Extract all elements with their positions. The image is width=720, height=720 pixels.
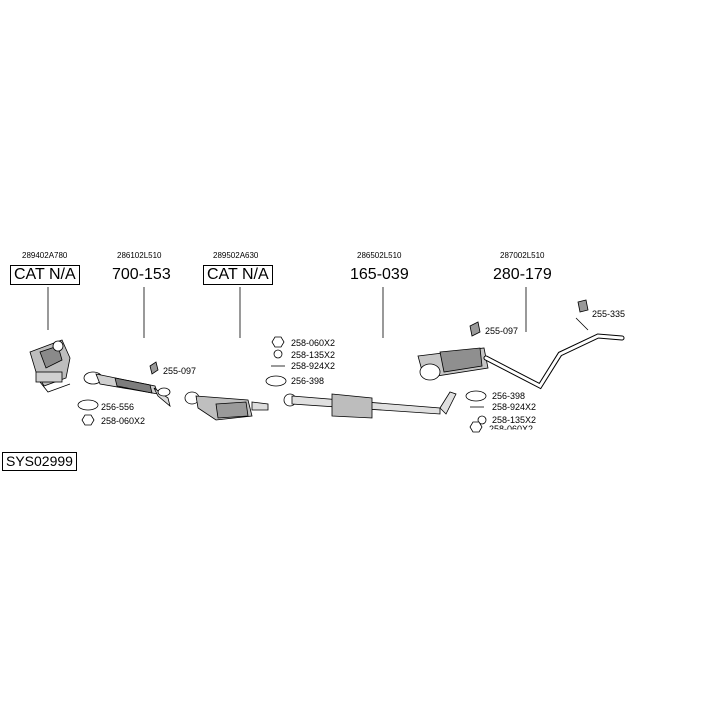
gasket-icon [77,399,99,411]
oe-number-middle-silencer: 286502L510 [357,251,402,260]
washer-icon [477,415,487,425]
oe-number-cat-front: 289402A780 [22,251,68,260]
fitting-label[interactable]: 258-060X2 [291,338,336,348]
rear-catalyst [184,391,269,421]
system-code: SYS02999 [2,452,77,471]
rear-silencer [417,317,625,390]
fitting-label[interactable]: 256-398 [492,391,526,401]
fitting-label[interactable]: 255-335 [592,309,626,319]
fitting-label[interactable]: 258-060X2 [101,416,146,426]
mounting-rubber-icon [469,321,481,337]
gasket-icon [465,390,487,402]
washer-icon [273,349,283,359]
front-catalyst [29,339,71,393]
fitting-label[interactable]: 258-135X2 [291,350,336,360]
gasket-icon [265,375,287,387]
fitting-label[interactable]: 256-556 [101,402,135,412]
mounting-rubber-icon [577,299,589,313]
front-pipe [83,371,171,408]
nut-icon [81,414,95,426]
part-number-cat-rear[interactable]: CAT N/A [203,265,273,285]
nut-icon [469,421,483,433]
fitting-label[interactable]: 258-924X2 [291,361,336,371]
part-number-cat-front[interactable]: CAT N/A [10,265,80,285]
part-number-middle-silencer[interactable]: 165-039 [350,266,409,283]
nut-icon [271,336,285,348]
part-number-front-pipe[interactable]: 700-153 [112,266,171,283]
oe-number-cat-rear: 289502A630 [213,251,259,260]
fitting-label[interactable]: 258-924X2 [492,402,537,412]
fitting-label[interactable]: 255-097 [163,366,197,376]
fitting-label[interactable]: 258-060X2 [489,424,534,434]
oe-number-rear-silencer: 287002L510 [500,251,545,260]
fitting-label[interactable]: 256-398 [291,376,325,386]
fitting-label[interactable]: 258-135X2 [492,415,537,425]
fitting-label[interactable]: 255-097 [485,326,519,336]
part-number-rear-silencer[interactable]: 280-179 [493,266,552,283]
mounting-rubber-icon [149,361,159,375]
middle-silencer [283,391,457,419]
oe-number-front-pipe: 286102L510 [117,251,162,260]
